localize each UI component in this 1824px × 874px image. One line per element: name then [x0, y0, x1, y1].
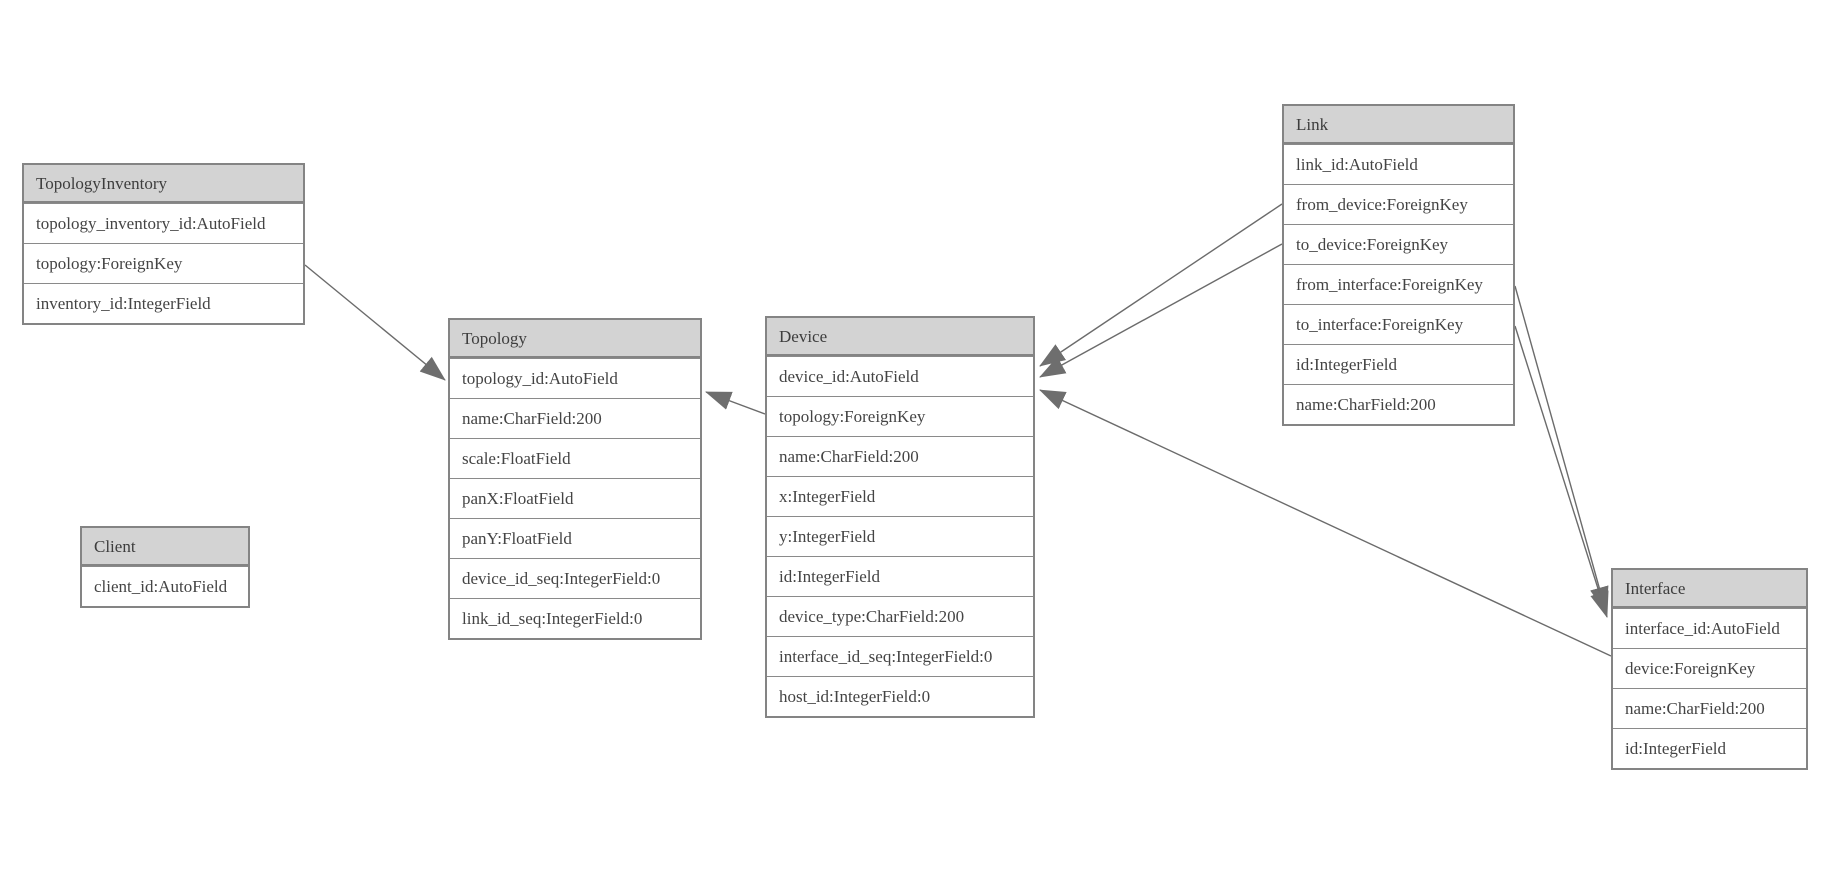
- entity-header-interface: Interface: [1613, 570, 1806, 608]
- field-row: from_interface:ForeignKey: [1284, 264, 1513, 304]
- entity-header-device: Device: [767, 318, 1033, 356]
- field-row: topology:ForeignKey: [24, 243, 303, 283]
- field-row: name:CharField:200: [767, 436, 1033, 476]
- field-row: name:CharField:200: [1613, 688, 1806, 728]
- entity-header-link: Link: [1284, 106, 1513, 144]
- entity-client: Client client_id:AutoField: [80, 526, 250, 608]
- field-row: panY:FloatField: [450, 518, 700, 558]
- entity-header-topology-inventory: TopologyInventory: [24, 165, 303, 203]
- entity-device: Device device_id:AutoField topology:Fore…: [765, 316, 1035, 718]
- field-row: from_device:ForeignKey: [1284, 184, 1513, 224]
- entity-header-topology: Topology: [450, 320, 700, 358]
- field-row: scale:FloatField: [450, 438, 700, 478]
- entity-interface: Interface interface_id:AutoField device:…: [1611, 568, 1808, 770]
- entity-header-client: Client: [82, 528, 248, 566]
- field-row: device_type:CharField:200: [767, 596, 1033, 636]
- field-row: topology_inventory_id:AutoField: [24, 203, 303, 243]
- field-row: client_id:AutoField: [82, 566, 248, 606]
- field-row: link_id:AutoField: [1284, 144, 1513, 184]
- field-row: topology:ForeignKey: [767, 396, 1033, 436]
- field-row: device_id_seq:IntegerField:0: [450, 558, 700, 598]
- field-row: topology_id:AutoField: [450, 358, 700, 398]
- field-row: y:IntegerField: [767, 516, 1033, 556]
- field-row: inventory_id:IntegerField: [24, 283, 303, 323]
- field-row: device_id:AutoField: [767, 356, 1033, 396]
- field-row: to_device:ForeignKey: [1284, 224, 1513, 264]
- field-row: to_interface:ForeignKey: [1284, 304, 1513, 344]
- entity-topology: Topology topology_id:AutoField name:Char…: [448, 318, 702, 640]
- field-row: id:IntegerField: [1284, 344, 1513, 384]
- field-row: interface_id_seq:IntegerField:0: [767, 636, 1033, 676]
- edge-link-to_interface-to-interface: [1514, 325, 1609, 618]
- entity-topology-inventory: TopologyInventory topology_inventory_id:…: [22, 163, 305, 325]
- edge-link-from_device-to-device: [1039, 203, 1283, 367]
- field-row: id:IntegerField: [1613, 728, 1806, 768]
- edge-link-to_device-to-device: [1039, 243, 1283, 378]
- field-row: name:CharField:200: [450, 398, 700, 438]
- field-row: device:ForeignKey: [1613, 648, 1806, 688]
- field-row: host_id:IntegerField:0: [767, 676, 1033, 716]
- entity-link: Link link_id:AutoField from_device:Forei…: [1282, 104, 1515, 426]
- field-row: link_id_seq:IntegerField:0: [450, 598, 700, 638]
- field-row: panX:FloatField: [450, 478, 700, 518]
- edge-device-topology-to-topology: [705, 391, 766, 415]
- field-row: x:IntegerField: [767, 476, 1033, 516]
- field-row: interface_id:AutoField: [1613, 608, 1806, 648]
- field-row: id:IntegerField: [767, 556, 1033, 596]
- edge-interface-device-to-device: [1039, 389, 1612, 657]
- edge-link-from_interface-to-interface: [1514, 285, 1609, 613]
- field-row: name:CharField:200: [1284, 384, 1513, 424]
- edge-topologyinventory-topology-to-topology: [304, 264, 446, 381]
